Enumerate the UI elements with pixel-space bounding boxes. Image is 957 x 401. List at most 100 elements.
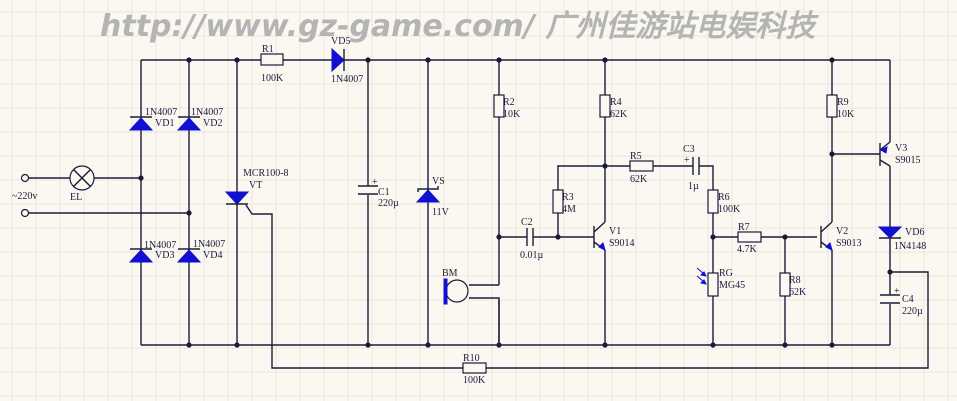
resistor-icon [552,189,564,214]
r8-ref: R8 [789,275,801,286]
c1-ref: C1 [378,187,390,198]
vd4-value: 1N4007 [193,239,225,250]
c2-ref: C2 [521,217,533,228]
junction-dots [138,57,893,348]
r2-value: 10K [503,109,521,120]
capacitor-C2: C2 0.01µ [520,217,544,261]
r3-value: 4M [562,204,576,215]
c4-ref: C4 [902,294,914,305]
terminal-icon [20,208,30,218]
resistor-icon [826,94,838,118]
polarity-mark: + [684,155,690,166]
diode-icon [128,117,154,131]
c1-value: 220µ [378,198,399,209]
vt-value: MCR100-8 [243,168,289,179]
c3-value: 1µ [688,181,699,192]
diode-VD1: 1N4007 VD1 [128,107,177,131]
rg-ref: RG [719,268,733,279]
v2-value: S9013 [836,238,862,249]
v1-ref: V1 [609,226,621,237]
vt-ref: VT [249,180,262,191]
r9-value: 10K [837,109,855,120]
v1-value: S9014 [609,238,635,249]
transistor-V2: V2 S9013 [820,221,862,251]
resistor-icon [629,160,654,172]
resistor-icon [462,362,487,374]
lamp-EL: EL [69,165,95,203]
diode-icon [128,249,154,263]
v2-ref: V2 [836,226,848,237]
resistor-R6: R6 100K [707,189,741,215]
diode-VD2: 1N4007 VD2 [176,107,223,131]
r9-ref: R9 [837,97,849,108]
photoresistor-icon [707,272,719,297]
r4-value: 62K [610,109,628,120]
r7-value: 4.7K [737,244,758,255]
diode-icon [877,226,903,239]
r5-value: 62K [630,174,648,185]
microphone-BM: BM [442,268,469,305]
resistor-R9: R9 10K [826,94,855,120]
resistor-R8: R8 62K [779,272,807,298]
emitter-arrow-icon [825,242,833,251]
r7-ref: R7 [738,222,750,233]
r2-ref: R2 [503,97,515,108]
bm-ref: BM [442,268,458,279]
lamp-label: EL [70,192,82,203]
diode-icon [176,249,202,263]
r10-ref: R10 [463,353,480,364]
zener-icon [415,189,441,203]
diode-icon [176,117,202,131]
resistor-icon [779,272,791,297]
vs-ref: VS [432,176,445,187]
thyristor-VT: MCR100-8 VT [224,168,289,205]
resistor-R3: R3 4M [552,189,576,215]
r3-ref: R3 [562,192,574,203]
photoresistor-RG: RG MG45 [696,267,745,297]
v3-value: S9015 [895,155,921,166]
thyristor-icon [224,191,250,205]
diode-VD5: VD5 1N4007 [331,36,363,85]
r8-value: 62K [789,287,807,298]
vd3-ref: VD3 [155,250,174,261]
r5-ref: R5 [630,151,642,162]
diode-VD6: VD6 1N4148 [877,226,926,252]
diode-icon [331,47,345,73]
vd2-ref: VD2 [203,118,222,129]
r10-value: 100K [463,375,486,386]
resistor-icon [707,189,719,214]
resistor-R2: R2 10K [493,94,521,120]
diode-VD3: 1N4007 VD3 [128,240,176,263]
resistor-R7: R7 4.7K [737,222,762,255]
transistor-V1: V1 S9014 [593,221,635,251]
c3-ref: C3 [683,144,695,155]
light-arrow-icon [699,279,707,285]
ac-input: ~220v [12,173,37,218]
microphone-icon [445,279,469,303]
vd6-ref: VD6 [905,227,924,238]
r6-ref: R6 [718,192,730,203]
vd3-value: 1N4007 [144,240,176,251]
r6-value: 100K [718,204,741,215]
resistor-icon [737,231,762,243]
capacitor-C4: + C4 220µ [878,286,923,317]
rg-value: MG45 [719,280,745,291]
v3-ref: V3 [895,143,907,154]
wires [29,59,929,369]
vd2-value: 1N4007 [191,107,223,118]
emitter-arrow-icon [598,242,606,251]
c4-value: 220µ [902,306,923,317]
resistor-icon [493,94,505,118]
diode-VD4: 1N4007 VD4 [176,239,225,263]
zener-VS: VS 11V [415,176,450,218]
terminal-icon [20,173,30,183]
resistor-icon [260,53,284,66]
light-arrow-icon [699,271,707,277]
vs-value: 11V [432,207,450,218]
emitter-arrow-icon [879,146,888,154]
vd1-value: 1N4007 [145,107,177,118]
resistor-R10: R10 100K [462,353,487,386]
